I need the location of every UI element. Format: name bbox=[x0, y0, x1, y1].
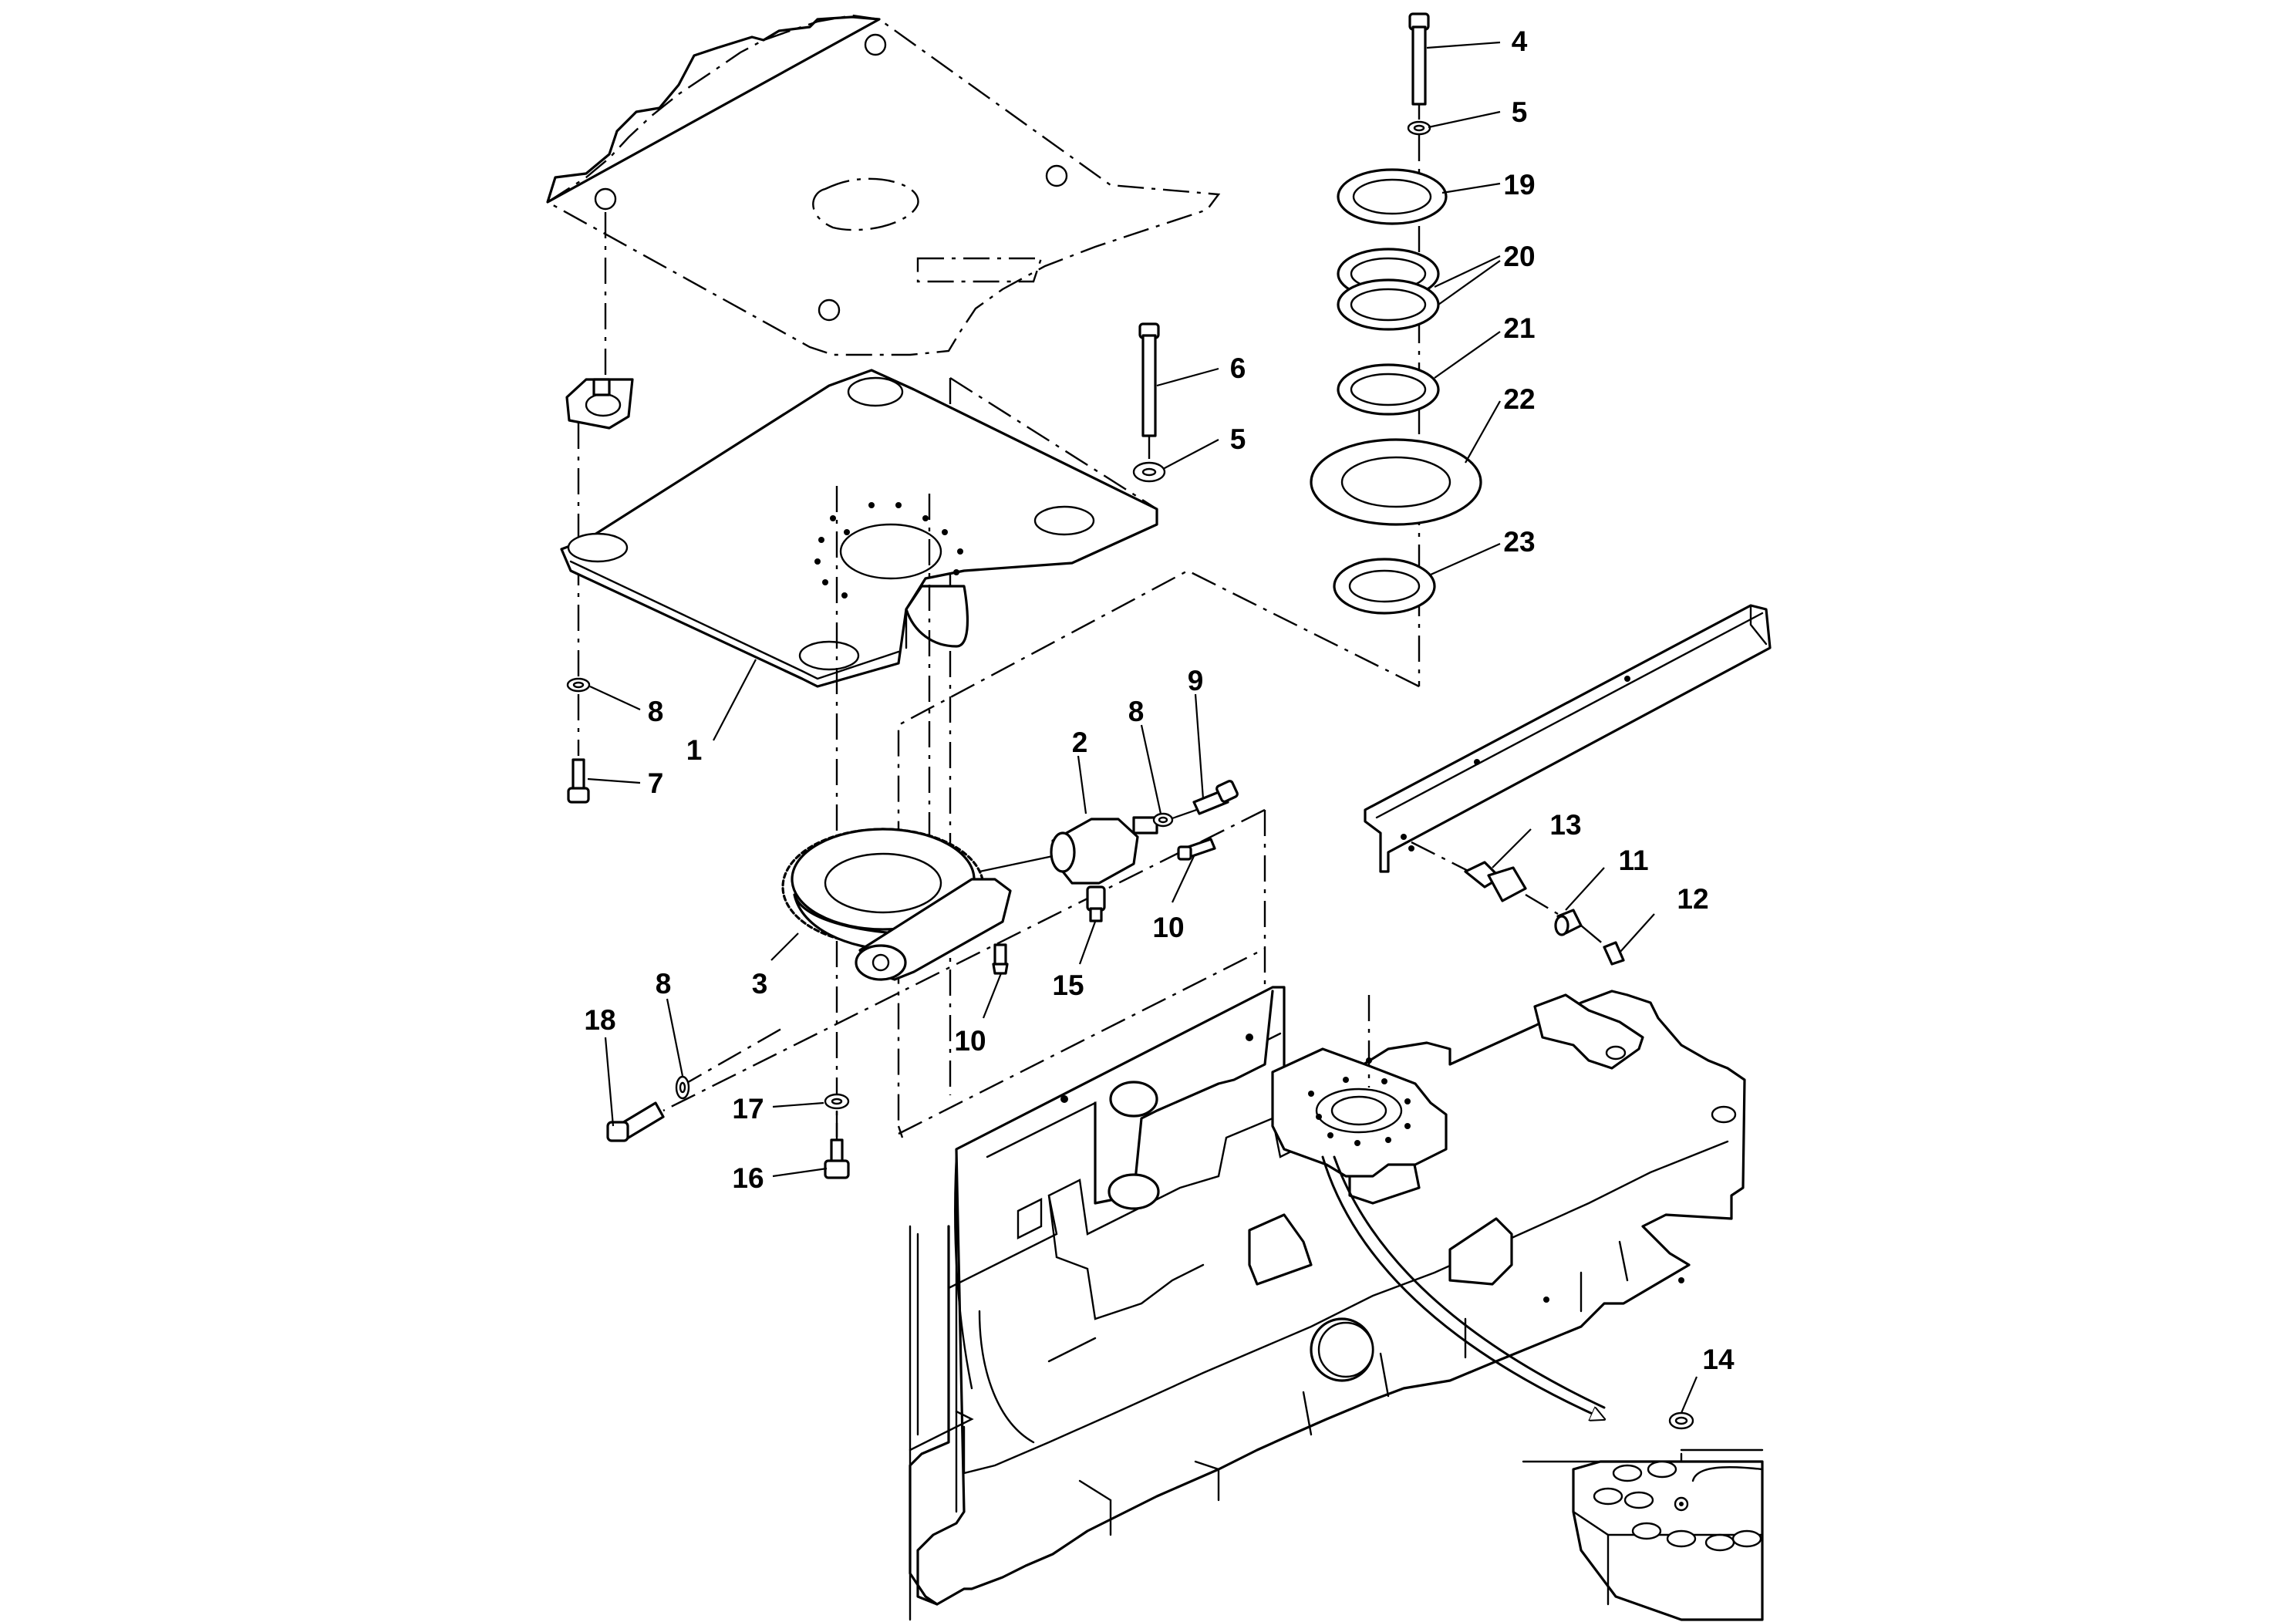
callout-7: 7 bbox=[648, 767, 664, 799]
washer bbox=[675, 1075, 690, 1100]
callout-11: 11 bbox=[1618, 845, 1648, 876]
callout-16: 16 bbox=[732, 1162, 764, 1194]
detail-view bbox=[1522, 1448, 1764, 1621]
worm-drive-housing bbox=[855, 878, 1012, 981]
callout-2: 2 bbox=[1072, 727, 1088, 758]
grease-fitting bbox=[992, 943, 1009, 975]
callout-5-upper: 5 bbox=[1512, 96, 1528, 128]
washer bbox=[824, 1093, 850, 1110]
callout-3: 3 bbox=[752, 968, 768, 1000]
callout-labels: 1 2 3 4 5 5 6 7 8 8 8 9 10 10 11 12 13 1… bbox=[584, 25, 1735, 1375]
thrust-bearing bbox=[1337, 248, 1440, 331]
callout-22: 22 bbox=[1503, 383, 1535, 415]
callout-8-lower: 8 bbox=[656, 968, 672, 1000]
bearing-race bbox=[1337, 363, 1440, 416]
motor-fitting bbox=[1086, 885, 1106, 922]
callout-23: 23 bbox=[1503, 526, 1535, 558]
swivel-mount-plate bbox=[1271, 1047, 1448, 1178]
callout-20: 20 bbox=[1503, 241, 1535, 272]
bolt bbox=[824, 1138, 850, 1179]
long-bolt bbox=[1138, 322, 1160, 437]
callout-8-left: 8 bbox=[648, 696, 664, 727]
isolator-mount bbox=[565, 378, 634, 430]
leader-lines bbox=[587, 41, 1698, 1414]
chassis-frame bbox=[909, 986, 1746, 1606]
bulkhead-fitting bbox=[1464, 861, 1527, 902]
adapter-fitting bbox=[1177, 838, 1216, 861]
hose-fitting bbox=[1554, 909, 1583, 936]
callout-10-lower: 10 bbox=[954, 1025, 986, 1057]
callout-5-middle: 5 bbox=[1230, 423, 1246, 455]
callout-13: 13 bbox=[1549, 809, 1581, 841]
callout-4: 4 bbox=[1512, 25, 1528, 57]
base-plate bbox=[560, 369, 1158, 688]
bolt bbox=[606, 1101, 665, 1142]
callout-21: 21 bbox=[1503, 312, 1535, 344]
callout-8-motor: 8 bbox=[1128, 696, 1145, 727]
bolt-circle bbox=[814, 502, 963, 599]
cover-nut bbox=[1045, 164, 1068, 187]
cover-nut bbox=[594, 187, 617, 211]
callout-12: 12 bbox=[1677, 883, 1708, 915]
washer bbox=[1407, 120, 1431, 136]
thrust-washer bbox=[1337, 168, 1448, 225]
large-flange-ring bbox=[1310, 438, 1482, 526]
callout-14: 14 bbox=[1702, 1344, 1735, 1375]
washer bbox=[566, 677, 591, 693]
cover-nut bbox=[818, 298, 841, 322]
callout-10-upper: 10 bbox=[1152, 912, 1184, 943]
cap-fitting bbox=[1603, 941, 1625, 966]
hydraulic-motor bbox=[1050, 816, 1158, 885]
callout-17: 17 bbox=[732, 1093, 764, 1125]
bolt bbox=[1192, 780, 1239, 815]
callout-6: 6 bbox=[1230, 352, 1246, 384]
hose-bracket bbox=[1364, 604, 1772, 873]
callout-19: 19 bbox=[1503, 169, 1535, 201]
lower-ring bbox=[1333, 558, 1436, 615]
callout-1: 1 bbox=[686, 734, 703, 766]
callout-15: 15 bbox=[1052, 969, 1084, 1001]
callout-9: 9 bbox=[1188, 665, 1204, 696]
cover-nut bbox=[864, 33, 887, 56]
cover-plate bbox=[545, 14, 1221, 356]
bolt bbox=[567, 758, 590, 804]
o-ring bbox=[1668, 1411, 1694, 1430]
washer bbox=[1152, 812, 1174, 828]
washer bbox=[1132, 461, 1166, 483]
callout-18: 18 bbox=[584, 1004, 615, 1036]
long-bolt bbox=[1408, 12, 1430, 106]
